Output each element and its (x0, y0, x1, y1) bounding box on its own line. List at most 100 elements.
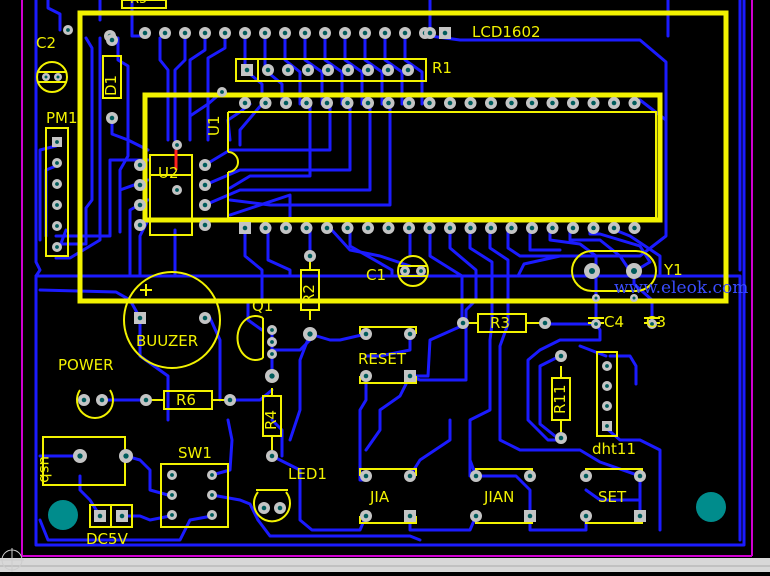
pad-hole (244, 67, 250, 73)
dht11-outline (596, 351, 618, 437)
pad-hole (365, 100, 371, 106)
pad-hole (529, 225, 535, 231)
pad-hole (220, 90, 224, 94)
pad-hole (227, 397, 233, 403)
label-usb: usb (36, 456, 54, 483)
pad-hole (263, 100, 268, 106)
pad-hole (269, 373, 275, 379)
pad-hole (527, 513, 533, 519)
pad-hole (81, 397, 87, 403)
pad-hole (55, 182, 59, 186)
pad-hole (447, 100, 453, 106)
label-y1: Y1 (664, 261, 683, 279)
label-r3: R3 (490, 314, 510, 332)
pad-hole (382, 30, 388, 36)
pad-hole (630, 267, 638, 275)
label-sw1: SW1 (178, 444, 212, 462)
pad-hole (345, 67, 351, 73)
label-r5: R5 (130, 0, 147, 6)
pad-hole (222, 30, 228, 36)
label-pm1: PM1 (46, 109, 78, 127)
pad-hole (270, 340, 274, 344)
sw1-outline (160, 463, 229, 528)
label-set: SET (598, 488, 627, 506)
label-c2: C2 (36, 34, 57, 52)
pad-hole (406, 100, 412, 106)
label-jian: JIAN (484, 488, 515, 506)
pad-hole (363, 513, 369, 519)
pad-hole (202, 222, 208, 228)
pad-hole (550, 100, 555, 106)
pad-hole (202, 315, 208, 321)
pad-hole (56, 75, 60, 79)
pad-hole (307, 331, 313, 337)
pad-hole (363, 373, 369, 379)
label-reset: RESET (358, 350, 407, 368)
pad-hole (119, 513, 125, 519)
pad-hole (632, 296, 636, 300)
label-led1: LED1 (288, 465, 327, 483)
pad-hole (365, 225, 371, 231)
pad-hole (99, 397, 105, 403)
pad-hole (594, 296, 598, 300)
label-lcd1602: LCD1602 (472, 23, 541, 41)
pad-hole (202, 202, 208, 208)
mount-hole-left (48, 500, 78, 530)
pad-hole (427, 100, 432, 106)
pad-hole (283, 225, 289, 231)
pad-hole (405, 67, 411, 73)
pad-hole (302, 30, 308, 36)
pad-hole (170, 493, 174, 497)
pad-hole (285, 67, 291, 73)
pad-hole (270, 328, 274, 332)
label-u1: U1 (205, 115, 223, 136)
pad-hole (558, 435, 564, 441)
pad-hole (632, 225, 637, 231)
pad-hole (170, 473, 174, 477)
pad-hole (142, 30, 148, 36)
label-dc5v: DC5V (86, 530, 128, 548)
pad-hole (262, 30, 268, 36)
pad-hole (210, 473, 214, 477)
label-power: POWER (58, 356, 114, 374)
label-r11: R11 (551, 384, 569, 414)
pad-hole (407, 473, 413, 479)
pad-hole (242, 225, 248, 231)
label-c1: C1 (366, 266, 387, 284)
label-buzzer: BUUZER (136, 332, 199, 350)
pad-hole (473, 473, 479, 479)
pad-hole (55, 140, 59, 144)
pad-hole (66, 28, 70, 32)
pad-hole (123, 453, 129, 459)
pad-hole (637, 473, 643, 479)
pad-hole (403, 269, 407, 273)
pad-hole (386, 100, 391, 106)
pad-hole (109, 115, 115, 121)
pad-hole (77, 453, 83, 459)
r1-outline (235, 58, 427, 82)
pad-hole (591, 100, 596, 106)
pad-hole (261, 505, 267, 511)
pad-hole (324, 100, 330, 106)
pad-hole (263, 225, 268, 231)
pad-hole (605, 404, 609, 408)
pad-hole (363, 473, 369, 479)
label-r2: R2 (300, 284, 318, 304)
pad-hole (527, 473, 533, 479)
pad-hole (488, 225, 494, 231)
pad-hole (468, 100, 473, 106)
pad-hole (137, 315, 143, 321)
pad-hole (345, 225, 350, 231)
pad-hole (304, 100, 309, 106)
pad-hole (473, 513, 479, 519)
pad-hole (570, 225, 576, 231)
pad-hole (322, 30, 328, 36)
pad-hole (170, 513, 174, 517)
y1-outline (571, 250, 657, 292)
pad-hole (325, 67, 331, 73)
pad-hole (588, 267, 596, 275)
pad-hole (442, 30, 448, 36)
pad-hole (407, 331, 413, 337)
